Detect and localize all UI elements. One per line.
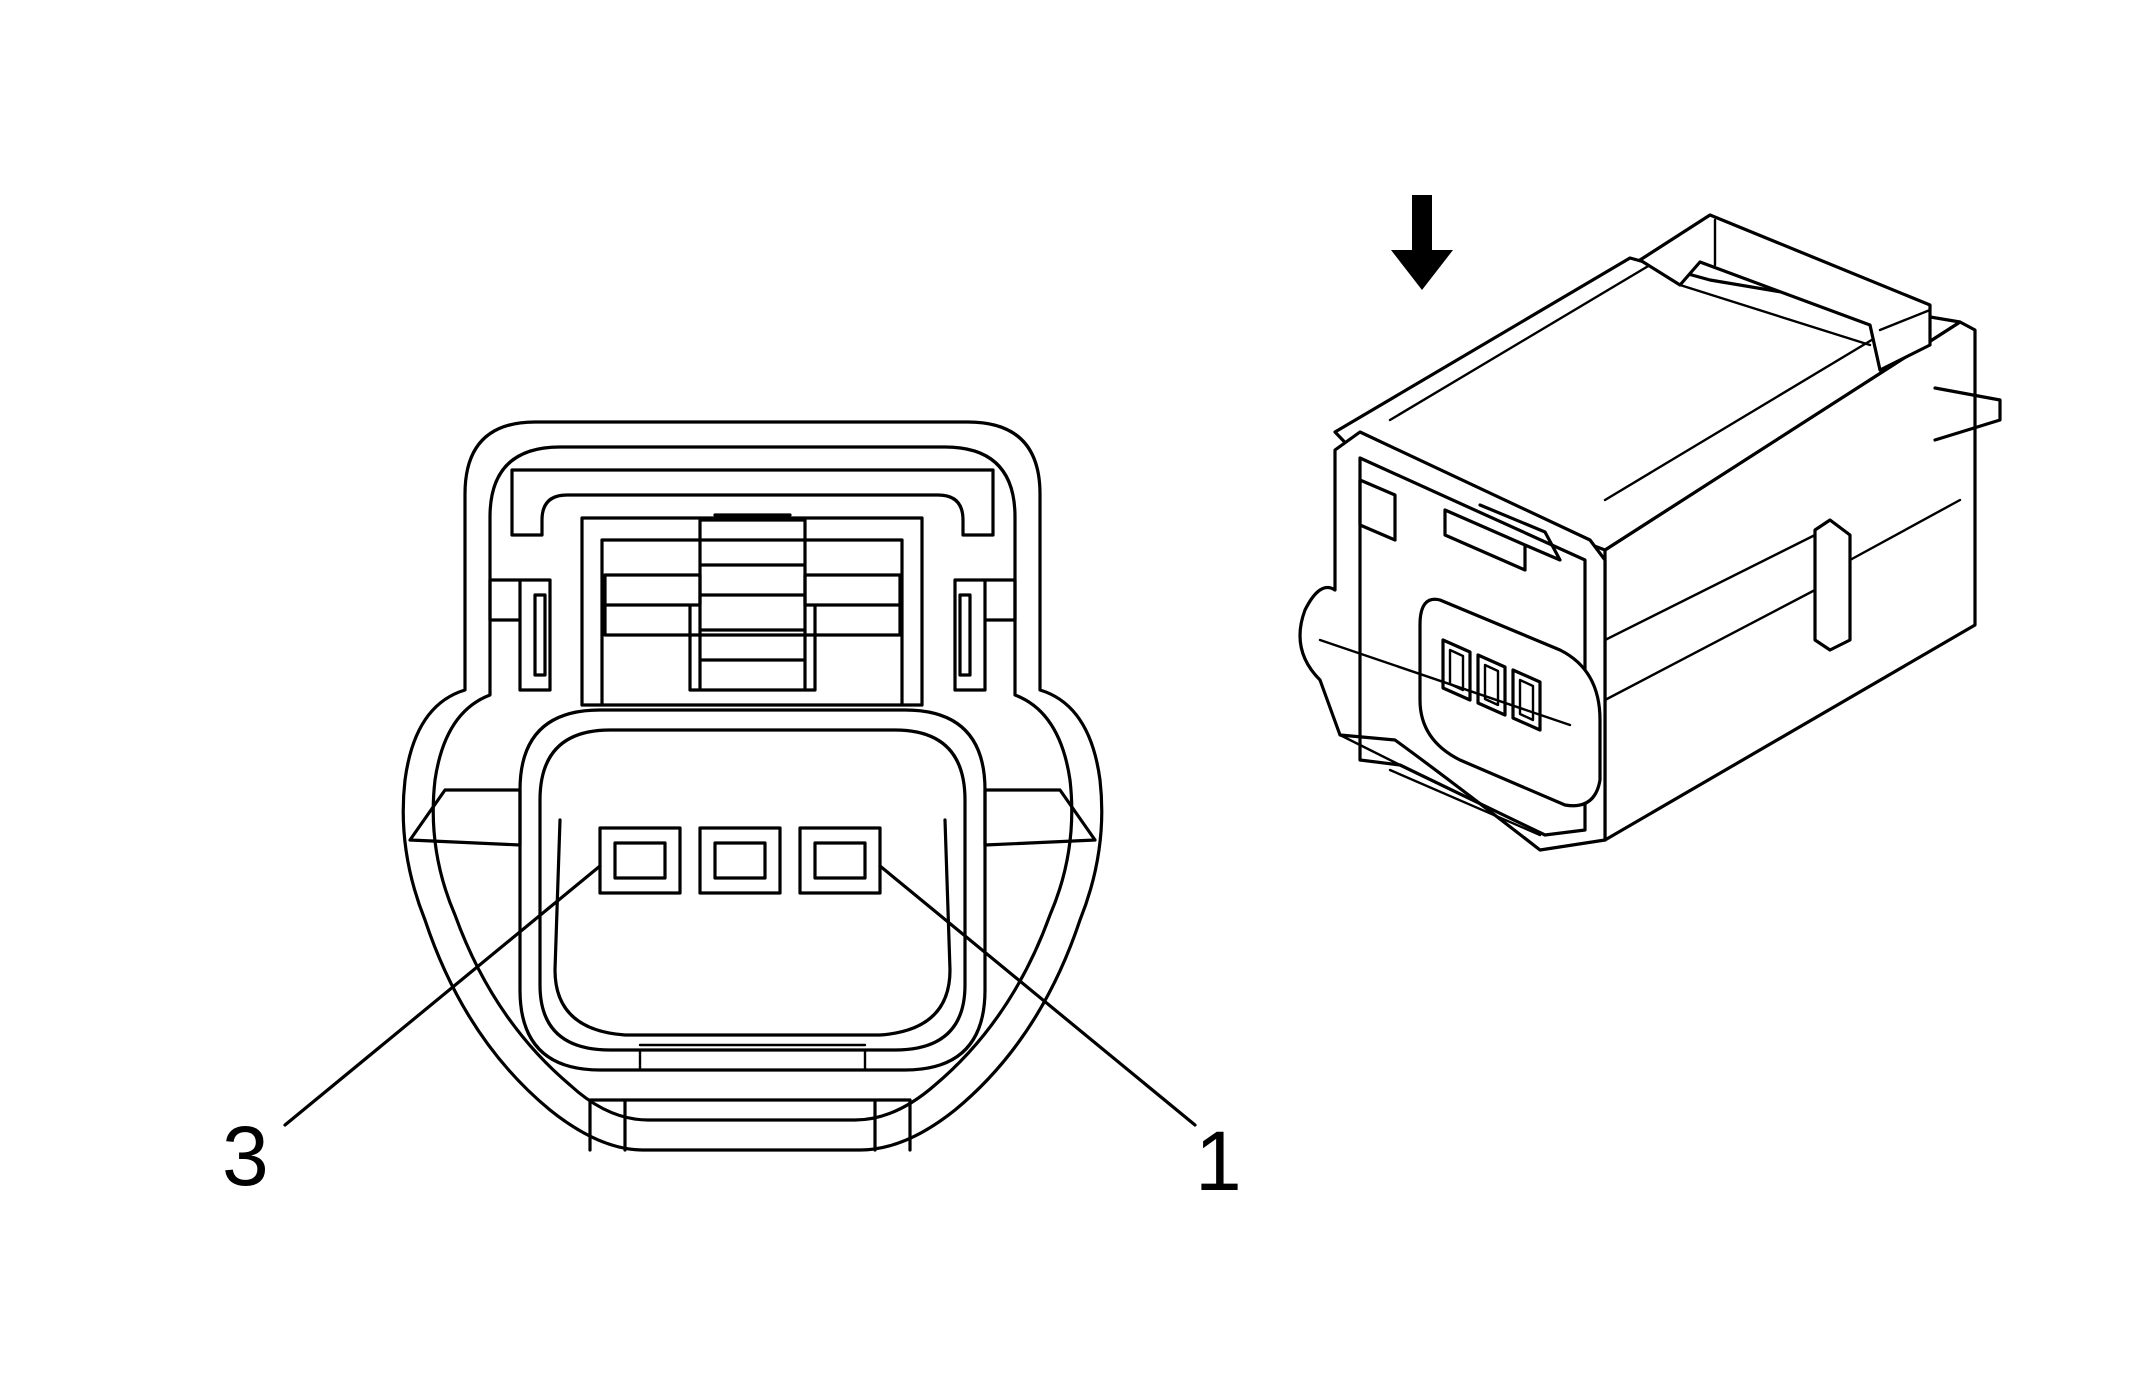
front-left-wing <box>408 788 522 847</box>
front-bottom-ledge <box>588 1098 912 1152</box>
callout-label-1: 1 <box>1195 1114 1242 1208</box>
iso-side-flange <box>1933 386 2002 442</box>
front-plug-cavity-outer <box>518 708 987 1072</box>
front-latch-center <box>688 513 817 692</box>
callout-pin-1: 1 <box>878 864 1242 1208</box>
front-right-wing <box>983 788 1097 847</box>
front-right-slot <box>953 578 1017 692</box>
front-terminal-2 <box>698 826 782 895</box>
iso-side-rib <box>1813 518 1852 652</box>
iso-top-ridges <box>1388 263 1907 502</box>
front-plug-cavity-inner <box>538 728 967 1052</box>
front-plug-detail <box>638 1043 867 1072</box>
iso-latch <box>1638 213 1932 372</box>
iso-front-inner-frame <box>1358 456 1587 837</box>
front-latch-frame <box>580 516 924 707</box>
front-top-frame <box>510 468 995 537</box>
iso-front-slots <box>1358 478 1562 572</box>
iso-terminal-1 <box>1511 668 1542 732</box>
front-terminal-3 <box>598 826 682 895</box>
front-left-slot <box>488 578 552 692</box>
front-outer-housing <box>401 420 1104 1152</box>
callout-line-1 <box>878 864 1197 1127</box>
iso-latch-detail <box>1678 218 1932 347</box>
iso-terminal-3 <box>1441 638 1472 702</box>
callout-pin-3: 3 <box>222 864 602 1203</box>
front-inner-housing <box>431 445 1074 1122</box>
iso-side-lines <box>1603 498 1962 702</box>
connector-iso-view <box>1298 213 2002 852</box>
down-arrow-icon <box>1391 195 1453 290</box>
connector-front-view <box>401 420 1104 1152</box>
callout-label-3: 3 <box>222 1109 269 1203</box>
callout-line-3 <box>283 864 602 1127</box>
front-terminal-1 <box>798 826 882 895</box>
front-plug-recess <box>553 818 952 1037</box>
iso-front-ledge <box>1318 638 1572 837</box>
iso-terminal-2 <box>1476 653 1507 717</box>
